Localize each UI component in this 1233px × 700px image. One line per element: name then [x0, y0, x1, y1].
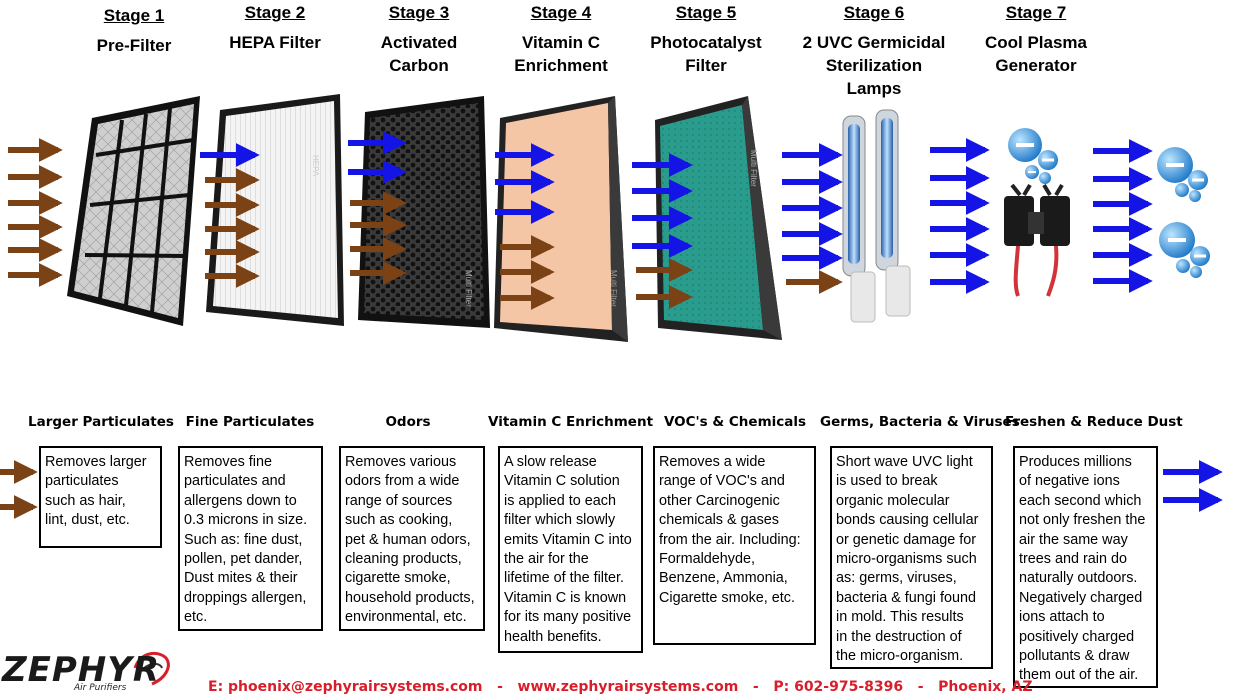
stage-6-description: Short wave UVC light is used to break or…	[830, 446, 993, 669]
negative-ions-image	[1157, 147, 1210, 278]
logo-swoosh	[133, 651, 170, 686]
company-logo: ZEPHYR	[2, 650, 161, 690]
logo-tagline: Air Purifiers	[74, 683, 127, 693]
stage-6-name: 2 UVC Germicidal Sterilization Lamps	[802, 33, 946, 98]
plasma-generator-image	[1004, 128, 1070, 297]
stage-4-name: Vitamin C Enrichment	[514, 33, 608, 75]
stage-3-number: Stage 3	[388, 3, 450, 22]
stage-7-number: Stage 7	[1005, 3, 1067, 22]
stage-2-description: Removes fine particulates and allergens …	[178, 446, 323, 631]
stage-3-category: Odors	[385, 414, 431, 430]
stage-7-category: Freshen & Reduce Dust	[1005, 414, 1183, 430]
stage-6-number: Stage 6	[843, 3, 905, 22]
stage-1-number: Stage 1	[103, 6, 165, 25]
stage-4-number: Stage 4	[530, 3, 592, 22]
stage-3-name: Activated Carbon	[380, 33, 458, 75]
stage-4-category: Vitamin C Enrichment	[488, 414, 654, 430]
footer-contact: E: phoenix@zephyrairsystems.com - www.ze…	[208, 679, 1033, 695]
stage-2-name: HEPA Filter	[229, 33, 321, 52]
vitamin-c-filter-image	[494, 96, 628, 342]
stage-1-name: Pre-Filter	[96, 36, 172, 55]
stage-7-name: Cool Plasma Generator	[984, 33, 1088, 75]
stage-1-category: Larger Particulates	[28, 414, 174, 430]
stage-1-description: Removes larger particulates such as hair…	[39, 446, 162, 548]
uvc-lamps-image	[842, 109, 911, 323]
stage-4-description: A slow release Vitamin C solution is app…	[498, 446, 643, 653]
multi-frame-label-carbon: Multi Filter	[464, 270, 473, 307]
stage-5-description: Removes a wide range of VOC's and other …	[653, 446, 816, 645]
stage-6-category: Germs, Bacteria & Viruses	[820, 414, 1020, 430]
stage-5-category: VOC's & Chemicals	[663, 414, 807, 430]
stage-7-description: Produces millions of negative ions each …	[1013, 446, 1158, 688]
multi-frame-label-vitamin-c: Multi Filter	[609, 270, 618, 307]
pre-filter-image	[67, 96, 200, 326]
hepa-filter-image	[206, 94, 344, 326]
stage-2-number: Stage 2	[244, 3, 306, 22]
multi-frame-label-photocatalyst: Multi Filter	[749, 150, 758, 187]
stage-2-category: Fine Particulates	[185, 414, 315, 430]
stage-5-name: Photocatalyst Filter	[650, 33, 762, 75]
stage-5-number: Stage 5	[675, 3, 737, 22]
airflow-arrows	[0, 131, 1223, 519]
hepa-frame-label: HEPA	[311, 155, 320, 177]
stage-3-description: Removes various odors from a wide range …	[339, 446, 485, 631]
